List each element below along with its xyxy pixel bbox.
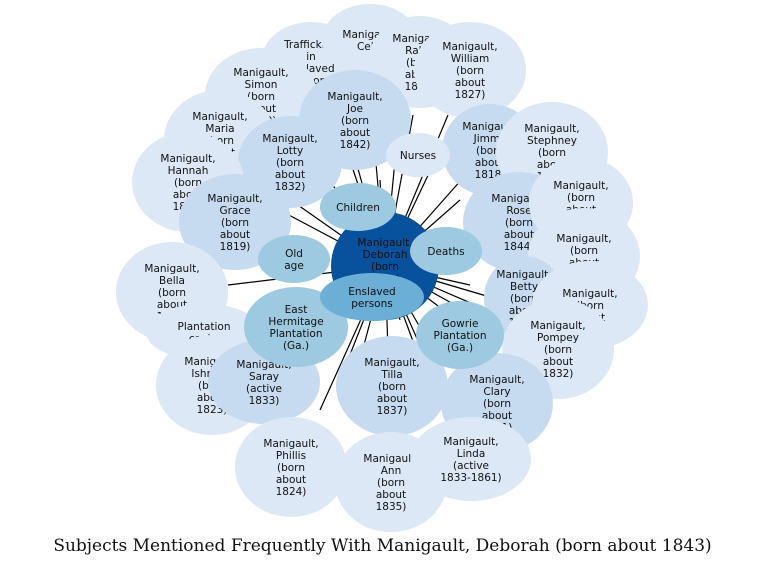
category-gowrie-shape — [416, 301, 504, 369]
diagram-caption: Subjects Mentioned Frequently With Manig… — [53, 536, 712, 556]
category-nurses-label: Nurses — [400, 150, 436, 162]
node-grace-shape — [179, 174, 291, 270]
category-enslaved-overlay-shape — [320, 273, 424, 321]
category-deaths-overlay[interactable]: Deaths — [410, 227, 482, 275]
node-linda-shape — [411, 417, 531, 501]
node-phillis-shape — [235, 417, 347, 517]
category-old_age-shape — [258, 235, 330, 283]
category-children-overlay-label: Children — [336, 202, 380, 214]
node-tilla-shape — [336, 336, 448, 436]
category-nurses[interactable]: Nurses — [386, 133, 450, 177]
category-deaths-overlay-label: Deaths — [427, 246, 464, 258]
node-william-shape — [414, 22, 526, 118]
category-east_hermitage-shape — [244, 287, 348, 367]
category-deaths-overlay-shape — [410, 227, 482, 275]
category-children-overlay-shape — [320, 183, 396, 231]
category-nurses-shape — [386, 133, 450, 177]
node-layer: TraffickinginenslavedpersonsManigault,Ce… — [116, 4, 648, 532]
category-children-overlay[interactable]: Children — [320, 183, 396, 231]
